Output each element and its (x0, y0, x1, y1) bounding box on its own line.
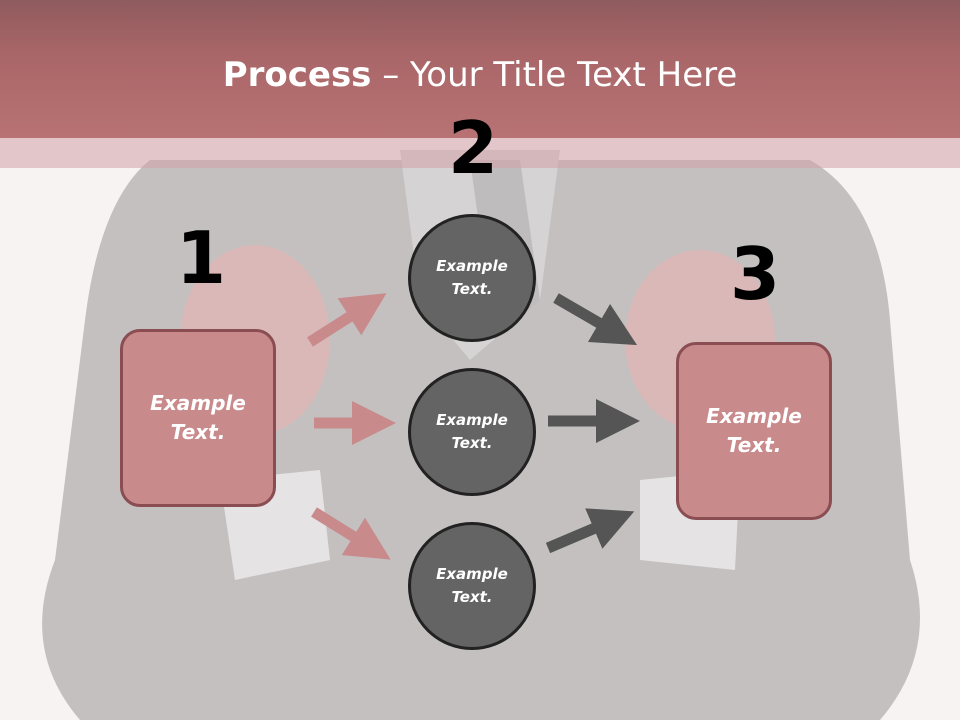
circle-bottom: Example Text. (408, 522, 536, 650)
step-number-1: 1 (176, 216, 227, 300)
circle-top: Example Text. (408, 214, 536, 342)
step-number-3: 3 (730, 232, 781, 316)
header-bar (0, 0, 960, 138)
title-bold: Process (222, 55, 372, 95)
circle-top-label: Example Text. (436, 257, 508, 298)
header-band (0, 138, 960, 168)
circle-middle-label: Example Text. (436, 411, 508, 452)
step-number-2: 2 (448, 106, 499, 190)
title-rest: – Your Title Text Here (371, 55, 738, 95)
left-box: Example Text. (120, 329, 276, 507)
arrow-left-top (307, 293, 387, 347)
right-box: Example Text. (676, 342, 832, 520)
page-title: Process – Your Title Text Here (0, 54, 960, 96)
circle-bottom-label: Example Text. (436, 565, 508, 606)
arrow-right-bottom (545, 508, 635, 554)
right-box-label: Example Text. (706, 404, 802, 457)
arrow-right-top (553, 293, 638, 346)
circle-middle: Example Text. (408, 368, 536, 496)
left-box-label: Example Text. (150, 391, 246, 444)
arrow-left-bottom (311, 507, 391, 560)
